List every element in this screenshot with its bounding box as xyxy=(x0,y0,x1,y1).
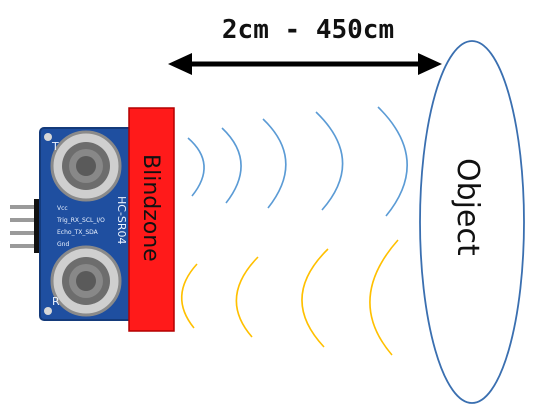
pin-label-vcc: Vcc xyxy=(57,205,68,212)
emitted-wave-4 xyxy=(315,111,344,211)
transmitter-transducer xyxy=(50,130,122,202)
range-label: 2cm - 450cm xyxy=(222,15,394,45)
echo-wave-4 xyxy=(369,239,399,356)
emitted-wave-1 xyxy=(187,137,205,197)
arrow-head-left xyxy=(168,53,192,75)
emitted-wave-5 xyxy=(377,106,408,217)
echo-wave-1 xyxy=(180,263,198,329)
emitted-wave-3 xyxy=(262,118,287,209)
transducer-r-label: R xyxy=(52,295,60,308)
blindzone-bar xyxy=(128,107,175,332)
pin-label-echo: Echo_TX_SDA xyxy=(57,229,99,236)
double-headed-arrow-icon xyxy=(168,53,442,75)
blindzone-label: Blindzone xyxy=(138,154,163,262)
sensor-pins xyxy=(10,199,44,253)
arrow-head-right xyxy=(418,53,442,75)
object-ellipse xyxy=(419,40,525,404)
emitted-wave-2 xyxy=(221,127,242,204)
ultrasonic-sensor-icon: T R Vcc Trig_RX_SCL_I/O Echo_TX_SDA Gnd … xyxy=(10,127,135,321)
sensor-model-label: HC-SR04 xyxy=(115,196,128,245)
transducer-t-label: T xyxy=(51,140,59,153)
emitted-waves xyxy=(187,106,408,217)
receiver-transducer xyxy=(50,245,122,317)
pin-label-gnd: Gnd xyxy=(57,241,69,248)
echo-waves xyxy=(180,239,399,356)
object-label: Object xyxy=(450,158,485,256)
echo-wave-3 xyxy=(301,248,329,348)
echo-wave-2 xyxy=(235,256,259,338)
pin-label-trig: Trig_RX_SCL_I/O xyxy=(56,217,105,224)
